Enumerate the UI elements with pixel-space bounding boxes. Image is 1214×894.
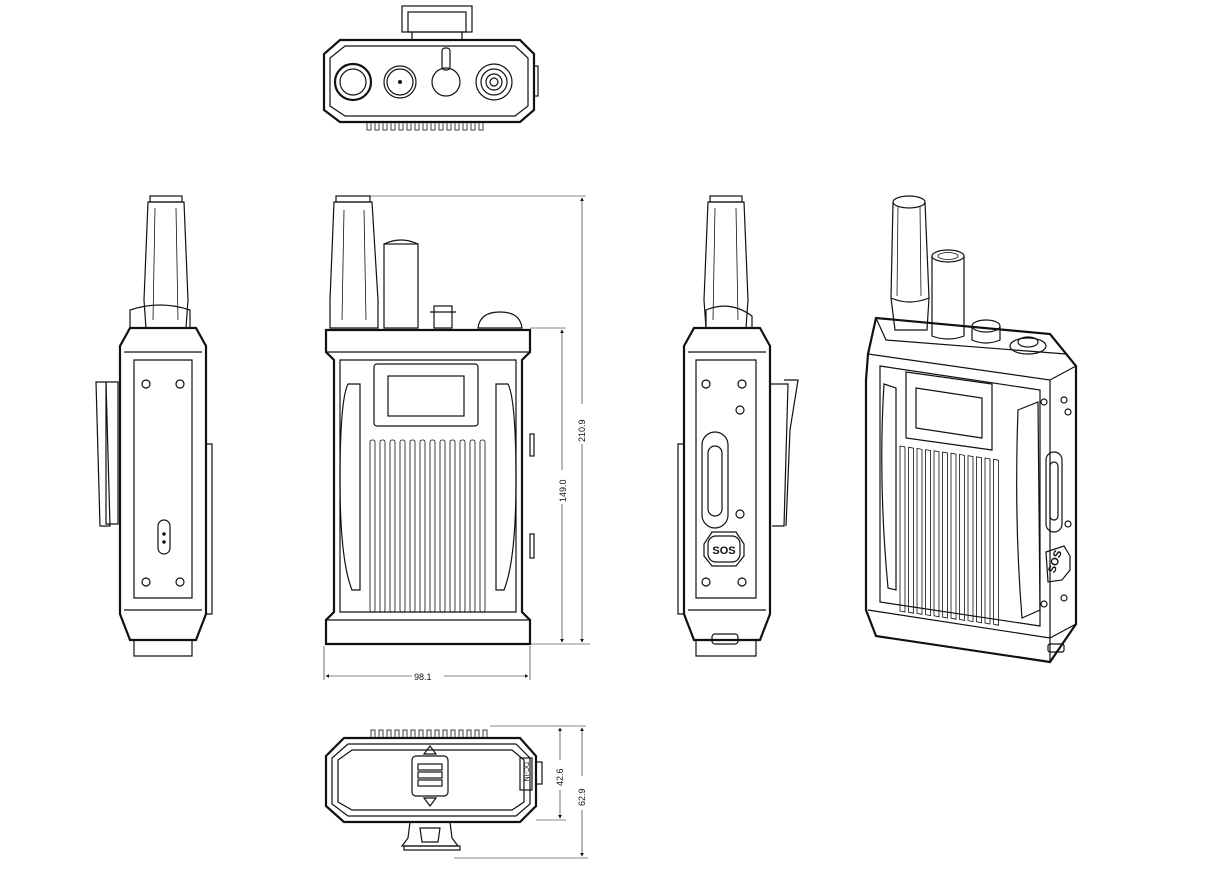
top-fin	[430, 121, 436, 131]
usb-port	[711, 633, 739, 645]
iso-display	[905, 371, 993, 451]
top-cap	[431, 47, 461, 97]
front-rib	[449, 439, 456, 613]
front-knob	[477, 311, 523, 329]
bottom-fin	[386, 729, 392, 739]
iso-rib	[899, 445, 906, 613]
front-cap	[433, 305, 453, 329]
top-knob	[475, 63, 513, 101]
front-antenna-tall	[329, 195, 379, 329]
iso-rib	[942, 451, 948, 619]
iso-antenna-short	[931, 249, 965, 340]
top-fins	[366, 121, 484, 131]
bottom-latch	[411, 745, 449, 807]
right-screws	[701, 379, 747, 587]
top-fin	[382, 121, 388, 131]
top-fin	[422, 121, 428, 131]
top-fin	[398, 121, 404, 131]
front-rib	[439, 439, 446, 613]
left-screws	[141, 379, 185, 587]
top-fin	[374, 121, 380, 131]
front-rib	[409, 439, 416, 613]
iso-rib	[959, 453, 965, 621]
bottom-fin	[482, 729, 488, 739]
bottom-fin	[434, 729, 440, 739]
belt-clip	[95, 381, 111, 527]
top-fin	[390, 121, 396, 131]
bottom-fin	[466, 729, 472, 739]
top-fin	[470, 121, 476, 131]
left-side-view	[95, 195, 213, 657]
top-view	[322, 5, 539, 131]
bottom-dimensions: 42.6 62.9	[490, 725, 594, 857]
top-fin	[462, 121, 468, 131]
front-rib	[419, 439, 426, 613]
top-connector-sma	[333, 62, 373, 102]
front-rib	[459, 439, 466, 613]
bottom-fin	[442, 729, 448, 739]
front-antenna-short	[383, 239, 419, 329]
top-fin	[414, 121, 420, 131]
front-rib	[399, 439, 406, 613]
iso-rib	[950, 452, 957, 620]
front-rib	[379, 439, 386, 613]
sos-label: SOS	[712, 545, 735, 557]
isometric-view: SOS	[864, 195, 1078, 664]
bottom-clip	[400, 821, 461, 851]
bottom-fins	[370, 729, 488, 739]
iso-sos-label: SOS	[1046, 549, 1065, 575]
bottom-fin	[402, 729, 408, 739]
top-connector-antenna	[383, 65, 417, 99]
front-rib	[369, 439, 376, 613]
front-view	[324, 195, 535, 646]
top-fin	[438, 121, 444, 131]
front-rib	[469, 439, 476, 613]
iso-rib	[908, 446, 914, 614]
front-ribs	[369, 439, 486, 613]
sos-button: SOS	[703, 531, 745, 567]
iso-rib	[993, 458, 999, 626]
dim-height-total: 210.9	[577, 419, 587, 442]
dim-depth-body: 42.6	[555, 768, 565, 786]
iso-rib	[967, 455, 974, 623]
iso-ribs	[899, 445, 999, 626]
iso-rib	[933, 450, 940, 618]
bottom-fin	[418, 729, 424, 739]
bottom-view: DC-IN	[324, 729, 588, 859]
bottom-fin	[450, 729, 456, 739]
left-switch	[157, 519, 171, 555]
front-dimensions: 210.9 149.0 98.1	[323, 195, 594, 682]
iso-side-details: SOS	[1040, 396, 1072, 653]
iso-knob	[1009, 336, 1047, 355]
top-fin	[406, 121, 412, 131]
front-rib	[479, 439, 486, 613]
front-display	[373, 363, 479, 427]
ptt-button	[701, 431, 729, 529]
top-fin	[454, 121, 460, 131]
iso-rib	[984, 457, 991, 625]
bottom-fin	[370, 729, 376, 739]
bottom-fin	[426, 729, 432, 739]
front-rib	[429, 439, 436, 613]
dim-height-body: 149.0	[558, 479, 568, 502]
dim-depth-total: 62.9	[577, 788, 587, 806]
dim-width: 98.1	[414, 672, 432, 682]
bottom-fin	[410, 729, 416, 739]
top-fin	[446, 121, 452, 131]
iso-rib	[976, 456, 982, 624]
top-fin	[366, 121, 372, 131]
front-rib	[389, 439, 396, 613]
iso-cap	[971, 319, 1001, 344]
top-fin	[478, 121, 484, 131]
iso-rib	[916, 447, 923, 615]
bottom-fin	[474, 729, 480, 739]
bottom-fin	[394, 729, 400, 739]
bottom-fin	[378, 729, 384, 739]
right-side-view: SOS	[677, 195, 799, 657]
iso-antenna-tall	[890, 195, 930, 331]
iso-rib	[925, 449, 931, 617]
bottom-fin	[458, 729, 464, 739]
port-label: DC-IN	[522, 762, 529, 781]
